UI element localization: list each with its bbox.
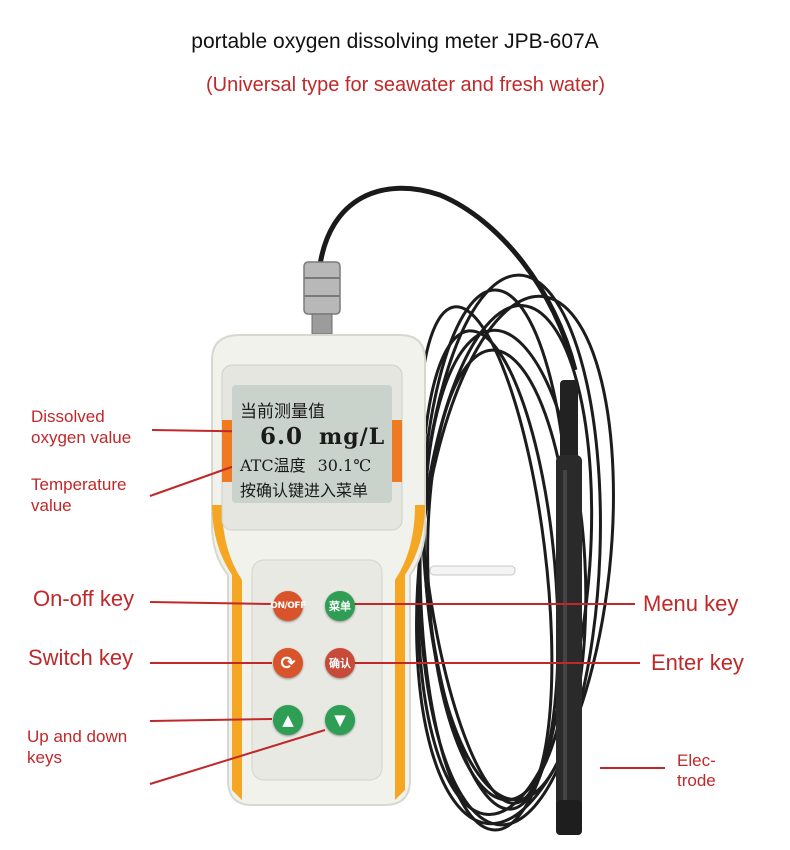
page-title: portable oxygen dissolving meter JPB-607… — [191, 30, 599, 53]
onoff-button[interactable]: ON/OFF — [270, 591, 306, 621]
cable-coil — [415, 273, 615, 832]
label-dissolved-oxygen: Dissolved oxygen value — [31, 407, 132, 447]
temperature-label: ATC温度 — [240, 456, 306, 475]
label-switch-key: Switch key — [28, 645, 134, 670]
electrode — [556, 380, 582, 835]
menu-button[interactable]: 菜单 — [325, 591, 355, 621]
orange-trim-right — [395, 505, 425, 800]
down-arrow-button[interactable]: ▼ — [325, 705, 355, 735]
label-enter-key: Enter key — [651, 650, 744, 675]
cable-tie — [429, 565, 516, 576]
label-temperature: Temperature value — [31, 475, 127, 515]
label-onoff-key: On-off key — [33, 586, 135, 611]
lcd-header: 当前测量值 — [240, 402, 325, 422]
reading-unit: mg/L — [319, 424, 386, 450]
orange-trim-left — [212, 505, 242, 800]
lcd-screen: 当前测量值 6.0 mg/L ATC温度 30.1℃ 按确认键进入菜单 — [232, 385, 392, 503]
cable-connector — [303, 261, 341, 315]
page-subtitle: (Universal type for seawater and fresh w… — [206, 74, 606, 96]
label-electrode: Elec- trode — [677, 751, 716, 790]
dissolved-oxygen-reading: 6.0 — [260, 423, 304, 450]
lcd-temperature: ATC温度 30.1℃ — [240, 452, 371, 476]
label-updown-keys: Up and down keys — [27, 727, 128, 767]
lcd-reading: 6.0 mg/L — [260, 423, 385, 450]
temperature-reading: 30.1℃ — [317, 456, 372, 475]
up-arrow-button[interactable]: ▲ — [273, 705, 303, 735]
sensor-cable — [317, 185, 578, 371]
switch-button[interactable]: ⟳ — [273, 648, 303, 678]
enter-button[interactable]: 确认 — [325, 648, 355, 678]
label-menu-key: Menu key — [643, 591, 739, 616]
lcd-hint: 按确认键进入菜单 — [240, 481, 369, 500]
